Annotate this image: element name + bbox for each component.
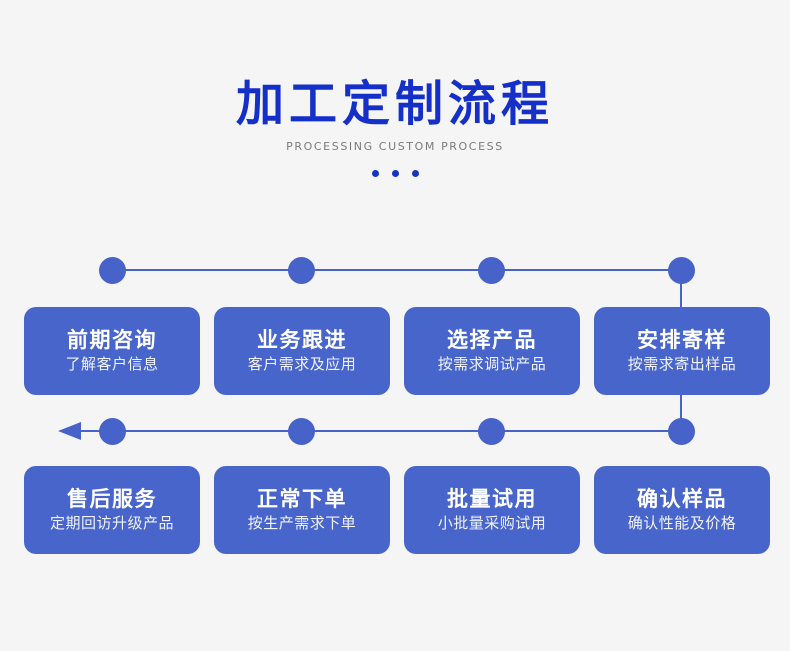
dot-icon xyxy=(411,170,419,177)
step-description: 了解客户信息 xyxy=(65,355,159,373)
step-description: 定期回访升级产品 xyxy=(49,514,174,532)
step-title: 确认样品 xyxy=(637,487,727,511)
return-connector-line xyxy=(70,430,682,432)
step-card-normal-order: 正常下单 按生产需求下单 xyxy=(214,466,390,554)
flow-node-circle xyxy=(99,257,126,284)
step-title: 业务跟进 xyxy=(257,328,347,352)
step-title: 批量试用 xyxy=(447,487,537,511)
step-card-after-sales-service: 售后服务 定期回访升级产品 xyxy=(24,466,200,554)
step-card-batch-trial: 批量试用 小批量采购试用 xyxy=(404,466,580,554)
flow-node-circle xyxy=(668,257,695,284)
page-title: 加工定制流程 xyxy=(235,76,554,132)
step-description: 按需求寄出样品 xyxy=(627,355,737,373)
dot-icon xyxy=(391,170,399,177)
step-description: 确认性能及价格 xyxy=(627,514,737,532)
step-title: 前期咨询 xyxy=(67,328,157,352)
step-card-business-follow-up: 业务跟进 客户需求及应用 xyxy=(214,307,390,395)
flow-node-circle xyxy=(668,418,695,445)
step-title: 售后服务 xyxy=(67,487,157,511)
flow-node-circle xyxy=(99,418,126,445)
step-title: 选择产品 xyxy=(447,328,537,352)
top-connector-line xyxy=(112,269,682,271)
step-card-select-product: 选择产品 按需求调试产品 xyxy=(404,307,580,395)
step-title: 安排寄样 xyxy=(637,328,727,352)
step-description: 小批量采购试用 xyxy=(437,514,547,532)
flow-node-circle xyxy=(288,418,315,445)
dots-ornament xyxy=(0,170,790,177)
step-card-confirm-sample: 确认样品 确认性能及价格 xyxy=(594,466,770,554)
left-arrow-icon xyxy=(58,422,81,440)
step-title: 正常下单 xyxy=(257,487,347,511)
dot-icon xyxy=(371,170,379,177)
step-description: 客户需求及应用 xyxy=(247,355,357,373)
flow-node-circle xyxy=(288,257,315,284)
step-card-initial-consulting: 前期咨询 了解客户信息 xyxy=(24,307,200,395)
flow-node-circle xyxy=(478,257,505,284)
step-description: 按需求调试产品 xyxy=(437,355,547,373)
step-card-arrange-sample: 安排寄样 按需求寄出样品 xyxy=(594,307,770,395)
step-description: 按生产需求下单 xyxy=(247,514,357,532)
flow-node-circle xyxy=(478,418,505,445)
page-subtitle: PROCESSING CUSTOM PROCESS xyxy=(286,140,504,153)
